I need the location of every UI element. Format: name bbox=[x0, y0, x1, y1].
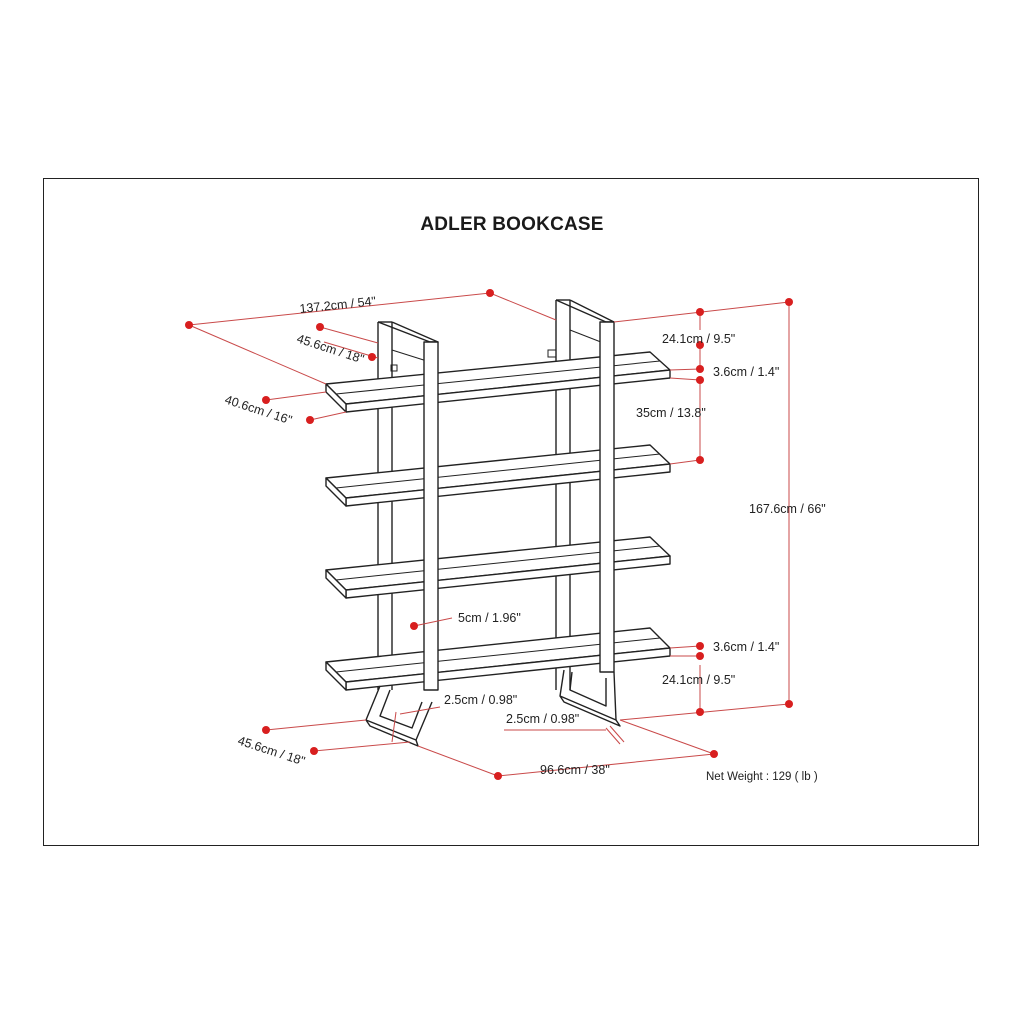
shelf-thickness-top-label: 3.6cm / 1.4" bbox=[713, 365, 779, 379]
shelf-thickness-bottom-label: 3.6cm / 1.4" bbox=[713, 640, 779, 654]
bracket-icon bbox=[390, 364, 398, 372]
dimension-dot bbox=[696, 652, 704, 660]
shelf-spacing-label: 35cm / 13.8" bbox=[636, 406, 706, 420]
right-leg bbox=[559, 669, 621, 727]
drawing-frame bbox=[43, 178, 979, 846]
dimension-dot bbox=[368, 353, 376, 361]
bookcase-drawing bbox=[325, 299, 671, 747]
dimension-dot bbox=[486, 289, 494, 297]
dimension-dot bbox=[494, 772, 502, 780]
dimension-dot bbox=[785, 700, 793, 708]
overall-width-label: 137.2cm / 54" bbox=[299, 294, 377, 316]
base-width-label: 96.6cm / 38" bbox=[540, 763, 610, 777]
dimension-dot bbox=[696, 642, 704, 650]
dimension-dots bbox=[185, 289, 793, 780]
frame-width-label: 5cm / 1.96" bbox=[458, 611, 521, 625]
base-depth-label: 45.6cm / 18" bbox=[236, 734, 307, 769]
net-weight-label: Net Weight : 129 ( lb ) bbox=[706, 771, 818, 783]
leg-thickness-right-label: 2.5cm / 0.98" bbox=[506, 712, 579, 726]
dimension-dot bbox=[696, 376, 704, 384]
front-uprights bbox=[423, 321, 615, 691]
dimension-dot bbox=[310, 747, 318, 755]
left-leg bbox=[365, 685, 433, 747]
dimension-dot bbox=[262, 726, 270, 734]
dimension-dot bbox=[785, 298, 793, 306]
dimension-dot bbox=[316, 323, 324, 331]
bracket-icon bbox=[547, 349, 557, 358]
overall-height-label: 167.6cm / 66" bbox=[749, 502, 826, 516]
dimension-dot bbox=[306, 416, 314, 424]
dimension-dot bbox=[696, 456, 704, 464]
dimension-dot bbox=[696, 708, 704, 716]
top-gap-label: 24.1cm / 9.5" bbox=[662, 332, 735, 346]
dimension-dot bbox=[410, 622, 418, 630]
dimension-dot bbox=[710, 750, 718, 758]
bottom-gap-label: 24.1cm / 9.5" bbox=[662, 673, 735, 687]
dimension-dot bbox=[262, 396, 270, 404]
dimension-dot bbox=[185, 321, 193, 329]
page-title: ADLER BOOKCASE bbox=[420, 214, 604, 235]
dimension-dot bbox=[696, 341, 704, 349]
dimension-dot bbox=[696, 308, 704, 316]
leg-thickness-left-label: 2.5cm / 0.98" bbox=[444, 693, 517, 707]
dimension-dot bbox=[696, 365, 704, 373]
